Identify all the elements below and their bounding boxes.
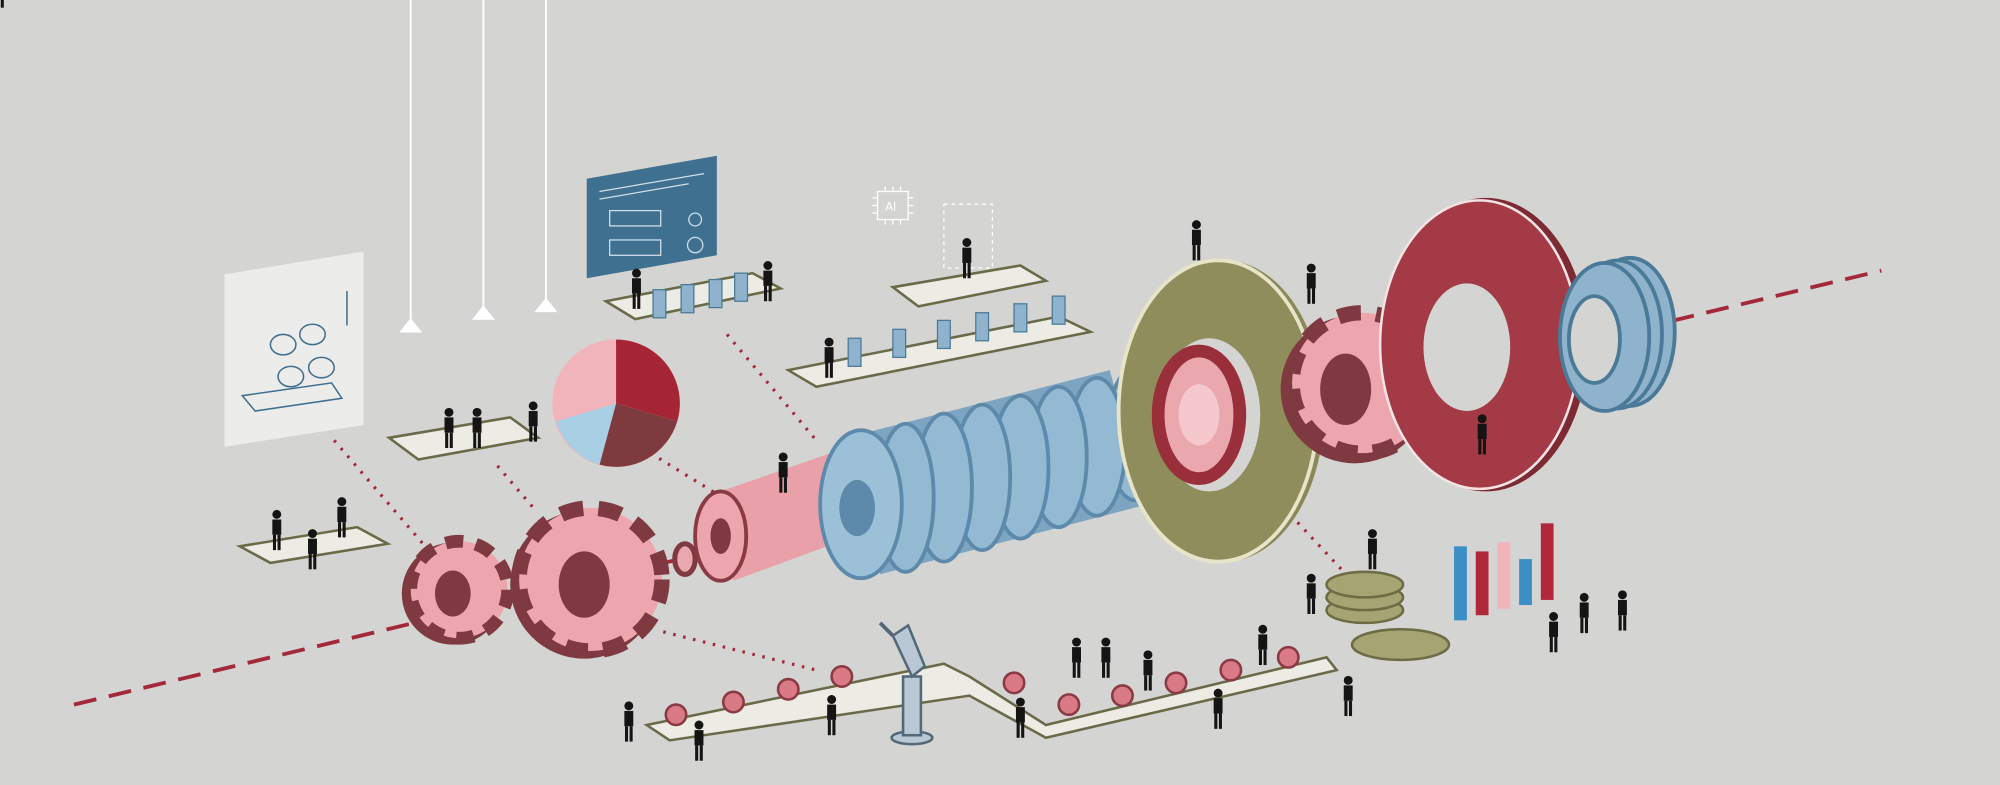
pie-chart: [552, 339, 680, 468]
robot-arm: [878, 621, 934, 746]
coin-stacks: [652, 272, 1066, 367]
ai-chip-icon: AI: [872, 186, 993, 269]
bar-chart-sculpture: [1454, 523, 1554, 621]
gear-small: [401, 534, 515, 645]
people-silhouettes: [0, 0, 1627, 761]
ai-chip-label: AI: [885, 200, 896, 214]
red-ring: [1378, 197, 1589, 492]
olive-ring: [1116, 258, 1324, 564]
conveyor-gears: [664, 645, 1300, 727]
coin-pile: [1325, 570, 1451, 662]
blue-coil: [1558, 255, 1677, 413]
blue-worm-cylinder: [818, 365, 1166, 581]
blueprint-screen: [586, 155, 717, 279]
gear-large: [510, 500, 670, 659]
pendant-lamps: [399, 0, 558, 333]
sketch-board: [224, 251, 364, 447]
small-ring: [672, 541, 698, 577]
